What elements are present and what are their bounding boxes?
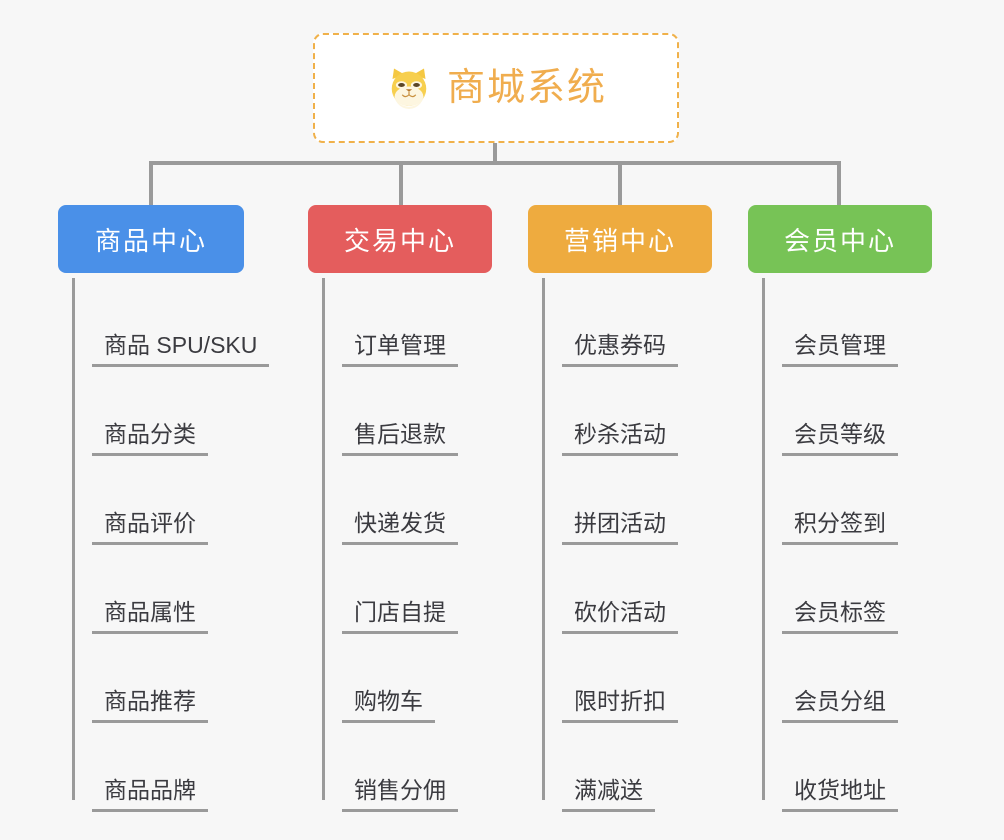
list-item[interactable]: 满减送 [542, 723, 678, 812]
leaf-list-marketing: 优惠券码 秒杀活动 拼团活动 砍价活动 限时折扣 满减送 [542, 278, 678, 812]
leaf-label: 会员等级 [782, 421, 898, 456]
list-item[interactable]: 拼团活动 [542, 456, 678, 545]
column-trade: 交易中心 [308, 205, 492, 273]
shiba-dog-face-icon [391, 68, 427, 109]
leaf-list-products: 商品 SPU/SKU 商品分类 商品评价 商品属性 商品推荐 商品品牌 [72, 278, 270, 812]
leaf-label: 订单管理 [342, 332, 458, 367]
leaf-label: 快递发货 [342, 510, 458, 545]
leaf-label: 会员标签 [782, 599, 898, 634]
list-item[interactable]: 收货地址 [762, 723, 898, 812]
list-item[interactable]: 限时折扣 [542, 634, 678, 723]
leaf-label: 优惠券码 [562, 332, 678, 367]
list-item[interactable]: 商品推荐 [72, 634, 269, 723]
category-header-member[interactable]: 会员中心 [748, 205, 932, 273]
leaf-label: 售后退款 [342, 421, 458, 456]
leaf-label: 积分签到 [782, 510, 898, 545]
leaf-label: 商品推荐 [92, 688, 208, 723]
leaf-label: 商品评价 [92, 510, 208, 545]
leaf-label: 会员管理 [782, 332, 898, 367]
leaf-label: 砍价活动 [562, 599, 678, 634]
spine-member [762, 278, 765, 800]
list-item[interactable]: 会员等级 [762, 367, 898, 456]
leaf-label: 秒杀活动 [562, 421, 678, 456]
list-item[interactable]: 商品分类 [72, 367, 269, 456]
root-node[interactable]: 商城系统 [313, 33, 679, 143]
category-label-trade: 交易中心 [343, 225, 456, 256]
list-item[interactable]: 商品评价 [72, 456, 269, 545]
column-marketing: 营销中心 [528, 205, 712, 273]
leaf-list-member: 会员管理 会员等级 积分签到 会员标签 会员分组 收货地址 [762, 278, 898, 812]
category-label-products: 商品中心 [94, 225, 207, 256]
spine-products [72, 278, 75, 800]
category-label-marketing: 营销中心 [563, 225, 676, 256]
list-item[interactable]: 砍价活动 [542, 545, 678, 634]
category-label-member: 会员中心 [783, 225, 896, 256]
list-item[interactable]: 秒杀活动 [542, 367, 678, 456]
root-title: 商城系统 [446, 67, 607, 109]
leaf-label: 商品品牌 [92, 777, 208, 812]
drop-connector-products [149, 161, 153, 205]
list-item[interactable]: 购物车 [322, 634, 458, 723]
leaf-label: 门店自提 [342, 599, 458, 634]
drop-connector-member [837, 161, 841, 205]
spine-trade [322, 278, 325, 800]
spine-marketing [542, 278, 545, 800]
leaf-label: 限时折扣 [562, 688, 678, 723]
drop-connector-trade [399, 161, 403, 205]
list-item[interactable]: 门店自提 [322, 545, 458, 634]
list-item[interactable]: 优惠券码 [542, 278, 678, 367]
leaf-label: 购物车 [342, 688, 435, 723]
list-item[interactable]: 会员标签 [762, 545, 898, 634]
column-member: 会员中心 [748, 205, 932, 273]
leaf-label: 拼团活动 [562, 510, 678, 545]
list-item[interactable]: 快递发货 [322, 456, 458, 545]
category-header-marketing[interactable]: 营销中心 [528, 205, 712, 273]
leaf-label: 商品分类 [92, 421, 208, 456]
list-item[interactable]: 商品 SPU/SKU [72, 278, 270, 367]
category-header-trade[interactable]: 交易中心 [308, 205, 492, 273]
leaf-list-trade: 订单管理 售后退款 快递发货 门店自提 购物车 销售分佣 [322, 278, 458, 812]
leaf-label: 销售分佣 [342, 777, 458, 812]
leaf-label: 商品属性 [92, 599, 208, 634]
list-item[interactable]: 订单管理 [322, 278, 458, 367]
list-item[interactable]: 售后退款 [322, 367, 458, 456]
list-item[interactable]: 会员分组 [762, 634, 898, 723]
column-products: 商品中心 [58, 205, 244, 273]
list-item[interactable]: 会员管理 [762, 278, 898, 367]
leaf-label: 满减送 [562, 777, 655, 812]
list-item[interactable]: 商品属性 [72, 545, 269, 634]
list-item[interactable]: 积分签到 [762, 456, 898, 545]
list-item[interactable]: 商品品牌 [72, 723, 269, 812]
horizontal-bus-connector [149, 161, 841, 165]
leaf-label: 会员分组 [782, 688, 898, 723]
list-item[interactable]: 销售分佣 [322, 723, 458, 812]
drop-connector-marketing [618, 161, 622, 205]
category-header-products[interactable]: 商品中心 [58, 205, 244, 273]
leaf-label: 商品 SPU/SKU [92, 332, 270, 367]
leaf-label: 收货地址 [782, 777, 898, 812]
root-stem-connector [493, 143, 497, 165]
